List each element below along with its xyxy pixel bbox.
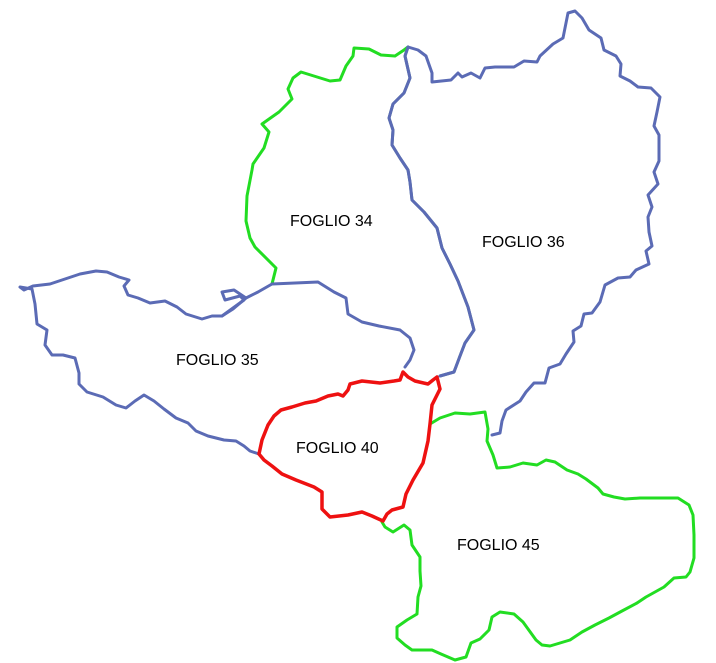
label-foglio-45: FOGLIO 45 — [457, 537, 540, 554]
parcel-foglio-40[interactable] — [257, 370, 442, 523]
foglio-45-outline — [380, 410, 696, 662]
foglio-34-outline-green — [244, 45, 410, 286]
parcel-foglio-34[interactable] — [244, 45, 476, 378]
foglio-34-outline-south — [270, 280, 416, 369]
foglio-36-outline — [406, 9, 662, 437]
foglio-36-outline-west — [387, 45, 476, 378]
foglio-40-outline — [257, 370, 442, 523]
parcel-foglio-45[interactable] — [380, 410, 696, 662]
parcel-foglio-35[interactable] — [18, 269, 274, 456]
foglio-35-outline-top — [220, 288, 248, 318]
foglio-35-outline — [18, 269, 274, 456]
parcel-foglio-36[interactable] — [387, 9, 662, 437]
label-foglio-36: FOGLIO 36 — [482, 234, 565, 251]
label-foglio-35: FOGLIO 35 — [176, 352, 259, 369]
label-foglio-34: FOGLIO 34 — [290, 213, 373, 230]
label-foglio-40: FOGLIO 40 — [296, 440, 379, 457]
